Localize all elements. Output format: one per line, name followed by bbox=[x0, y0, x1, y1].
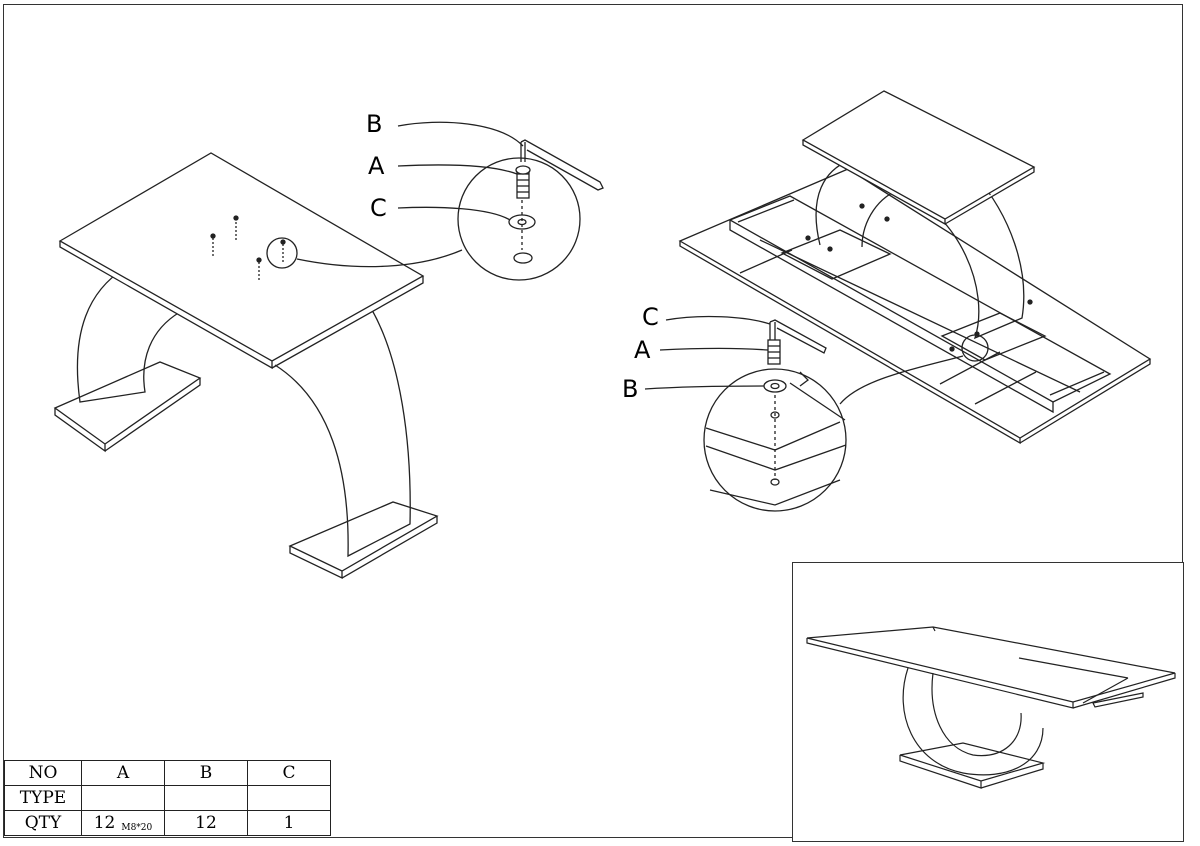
callout-c-left: C bbox=[370, 194, 387, 222]
header-a: A bbox=[81, 760, 165, 786]
inset-extension-runner bbox=[1092, 692, 1144, 708]
finished-table-drawing bbox=[806, 626, 1176, 789]
left-table-assembly bbox=[53, 121, 604, 580]
callout-leader-b-right bbox=[644, 385, 765, 390]
back-foot-plate bbox=[53, 361, 202, 453]
detail-leader-right bbox=[839, 355, 964, 405]
front-foot-plate bbox=[288, 501, 439, 580]
callout-leader-a-right bbox=[659, 347, 769, 351]
table-top bbox=[58, 152, 425, 370]
top-seams bbox=[739, 249, 1037, 405]
detail-leader bbox=[296, 249, 463, 268]
qty-b: 12 bbox=[164, 810, 248, 836]
type-c-cell bbox=[247, 785, 331, 811]
screw-markers-right bbox=[805, 203, 1033, 352]
callout-leader-c-right bbox=[665, 315, 771, 325]
front-arched-leg bbox=[274, 309, 411, 558]
header-no: NO bbox=[4, 760, 82, 786]
inset-extension-line bbox=[932, 626, 1129, 704]
detail-marker-right bbox=[961, 334, 989, 362]
screw-markers bbox=[210, 215, 286, 280]
callout-c-right: C bbox=[642, 303, 659, 331]
callout-a-left: A bbox=[368, 152, 385, 180]
inset-ring-pedestal bbox=[902, 667, 1044, 776]
parts-table-header-row: NO A B C bbox=[4, 760, 331, 786]
page-border bbox=[3, 4, 1183, 838]
qty-label: QTY bbox=[4, 810, 82, 836]
callout-b-right: B bbox=[622, 375, 639, 403]
pedestal-base-plate bbox=[801, 90, 1036, 226]
finished-table-inset bbox=[792, 562, 1184, 842]
detail-marker bbox=[266, 237, 298, 269]
type-b-cell bbox=[164, 785, 248, 811]
inset-table-top bbox=[806, 626, 1176, 709]
extension-top bbox=[678, 168, 1152, 445]
support-plate-2 bbox=[940, 312, 1047, 361]
parts-table-type-row: TYPE bbox=[4, 785, 331, 811]
qty-a: 12 bbox=[93, 813, 116, 833]
callout-leader-c-left bbox=[397, 206, 511, 221]
detail-view-right bbox=[703, 319, 847, 512]
callout-b-left: B bbox=[366, 110, 383, 138]
header-c: C bbox=[247, 760, 331, 786]
support-plate bbox=[780, 229, 892, 280]
type-label: TYPE bbox=[4, 785, 82, 811]
header-b: B bbox=[164, 760, 248, 786]
callout-leader-a-left bbox=[397, 164, 518, 175]
right-frame-assembly bbox=[644, 90, 1152, 512]
detail-view-left bbox=[457, 139, 604, 281]
inset-base-plate bbox=[899, 742, 1046, 789]
type-a-cell bbox=[81, 785, 165, 811]
qty-a-spec: M8*20 bbox=[121, 823, 153, 833]
callout-a-right: A bbox=[634, 336, 651, 364]
qty-c: 1 bbox=[247, 810, 331, 836]
extension-rails bbox=[728, 195, 1112, 414]
callout-leader-b-left bbox=[397, 121, 524, 147]
